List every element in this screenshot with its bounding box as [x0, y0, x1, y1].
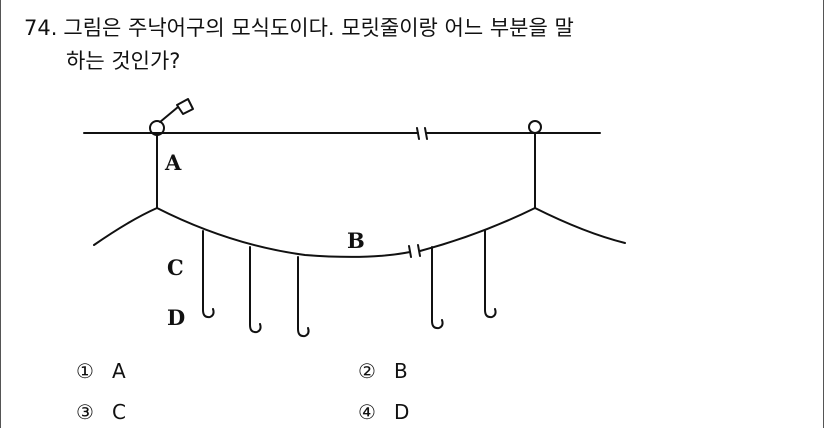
option-3-mark: ③: [76, 400, 94, 424]
question-text-2: 하는 것인가?: [66, 49, 181, 73]
label-c: C: [167, 255, 184, 280]
branch-line-4: [431, 246, 444, 330]
question-line-1: 74.그림은 주낙어구의 모식도이다. 모릿줄이랑 어느 부분을 말: [24, 15, 574, 41]
right-buoy: [528, 120, 542, 134]
branch-line-2: [249, 246, 262, 334]
mainline-break-mark: [408, 244, 421, 258]
option-2-text: B: [394, 359, 408, 383]
branch-line-1: [202, 230, 215, 319]
buoy-flag: [176, 98, 194, 115]
branch-line-5: [484, 229, 497, 319]
label-d: D: [167, 305, 185, 330]
question-number: 74.: [24, 16, 58, 40]
option-1-mark: ①: [76, 359, 94, 383]
label-b: B: [347, 228, 365, 253]
label-a: A: [164, 150, 182, 175]
buoy-flag-pole: [159, 106, 179, 123]
mainline-outer-right: [534, 207, 626, 244]
question-text-1: 그림은 주낙어구의 모식도이다. 모릿줄이랑 어느 부분을 말: [63, 16, 574, 40]
option-2-mark: ②: [358, 359, 376, 383]
branch-line-3: [297, 256, 310, 338]
option-3-text: C: [112, 400, 126, 424]
surface-break-mark: [416, 127, 428, 140]
longline-diagram: A B C D: [83, 98, 626, 338]
option-4-mark: ④: [358, 400, 376, 424]
option-1-text: A: [112, 359, 126, 383]
mainline: [156, 207, 536, 258]
question-line-2: 하는 것인가?: [66, 48, 180, 74]
option-4-text: D: [394, 400, 410, 424]
mainline-outer-left: [93, 207, 158, 246]
